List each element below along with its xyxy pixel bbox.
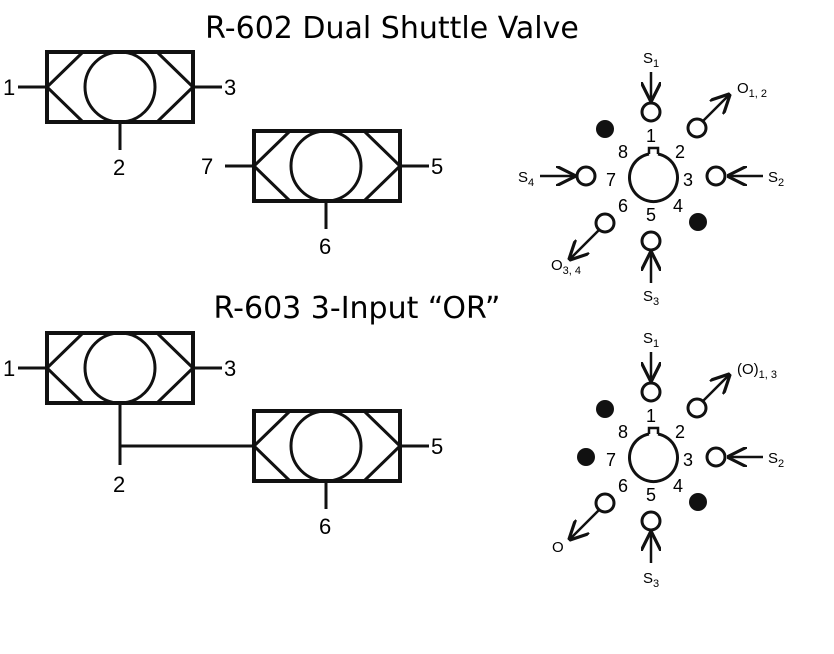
shuttle-valve-1a [18, 50, 222, 150]
plugged-port-7 [577, 448, 595, 466]
plugged-port-4b [689, 493, 707, 511]
pv1-num-7: 7 [606, 170, 616, 190]
pv1-sig-o34: O3, 4 [551, 257, 581, 277]
pv2-num-8: 8 [618, 422, 628, 442]
pv1-sig-o12: O1, 2 [737, 80, 767, 100]
plugged-port-4 [689, 213, 707, 231]
valve2a-port-right: 3 [224, 356, 236, 381]
pv2-num-2: 2 [675, 422, 685, 442]
section2-title: R-603 3-Input “OR” [214, 291, 501, 326]
pv2-num-6: 6 [618, 476, 628, 496]
pv1-num-5: 5 [646, 205, 656, 225]
pv2-sig-o13: (O)1, 3 [737, 361, 777, 381]
valve2a-port-left: 1 [3, 356, 15, 381]
pv1-sig-s3: S3 [643, 288, 659, 308]
pv2-num-7: 7 [606, 450, 616, 470]
pv1-num-2: 2 [675, 142, 685, 162]
valve2b-port-right: 5 [431, 434, 443, 459]
plugged-port-8 [596, 120, 614, 138]
pv2-num-4: 4 [673, 476, 683, 496]
port-view-1 [540, 72, 763, 283]
pv2-sig-o: O [552, 539, 564, 556]
plugged-port-8b [596, 400, 614, 418]
pv2-sig-s2: S2 [768, 450, 784, 470]
valve1a-port-bottom: 2 [113, 155, 125, 180]
pv1-sig-s2: S2 [768, 169, 784, 189]
valve1a-port-right: 3 [224, 75, 236, 100]
pv2-sig-s3: S3 [643, 570, 659, 590]
valve1b-port-right: 5 [431, 154, 443, 179]
pv1-num-3: 3 [683, 170, 693, 190]
valve1b-port-left: 7 [201, 154, 213, 179]
valve1b-port-bottom: 6 [319, 234, 331, 259]
pv1-num-6: 6 [618, 196, 628, 216]
pv2-num-5: 5 [646, 485, 656, 505]
pv1-sig-s1: S1 [643, 50, 659, 70]
port-view-2 [570, 352, 763, 563]
shuttle-valve-1b [225, 129, 429, 229]
valve2b-port-bottom: 6 [319, 514, 331, 539]
section1-title: R-602 Dual Shuttle Valve [205, 11, 579, 46]
pv2-sig-s1: S1 [643, 330, 659, 350]
pv1-num-4: 4 [673, 196, 683, 216]
valve1a-port-left: 1 [3, 75, 15, 100]
shuttle-valve-2b [251, 409, 429, 509]
shuttle-valve-2a [18, 331, 254, 465]
pv1-sig-s4: S4 [518, 169, 534, 189]
pv2-num-1: 1 [646, 406, 656, 426]
pv1-num-8: 8 [618, 142, 628, 162]
valve2a-port-bottom: 2 [113, 472, 125, 497]
pv2-num-3: 3 [683, 450, 693, 470]
pv1-num-1: 1 [646, 126, 656, 146]
